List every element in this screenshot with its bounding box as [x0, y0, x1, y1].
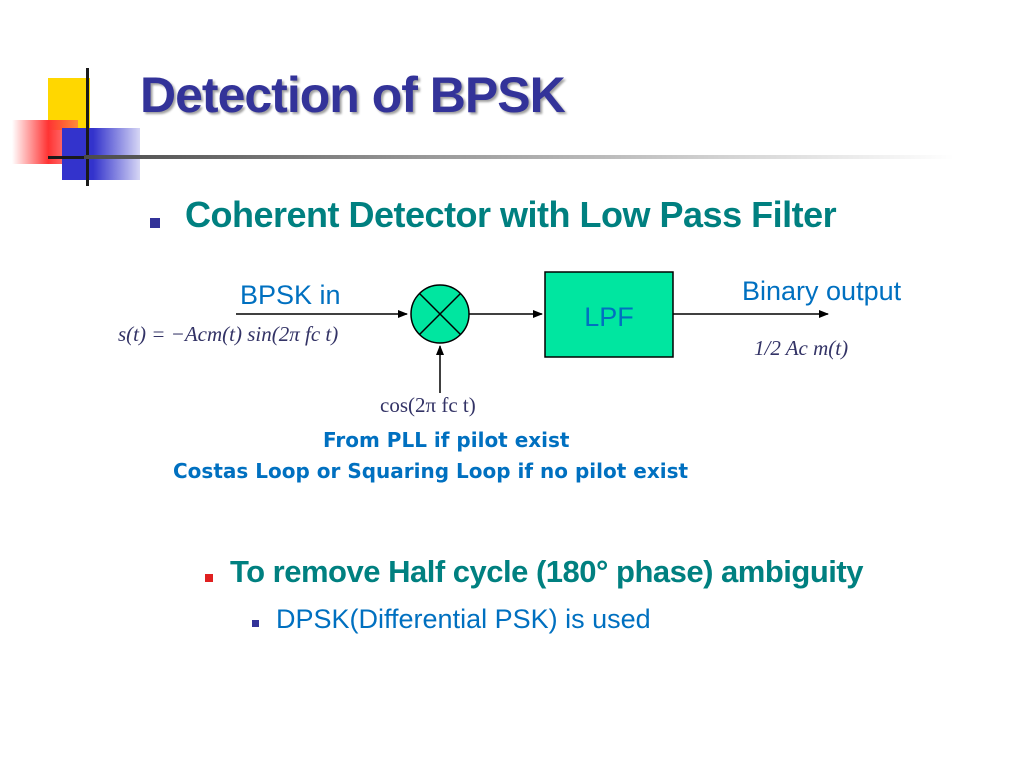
sub-bullet-square-icon — [252, 620, 259, 627]
lpf-box — [544, 271, 674, 358]
note-pll: From PLL if pilot exist — [323, 428, 570, 452]
bpsk-in-label: BPSK in — [240, 280, 341, 310]
slide-title: Detection of BPSK — [140, 67, 566, 123]
decorative-vertical-line — [86, 68, 89, 186]
output-equation: 1/2 Ac m(t) — [754, 336, 849, 360]
bullet-coherent-detector: Coherent Detector with Low Pass Filter — [185, 194, 837, 235]
mixer-icon — [410, 284, 470, 344]
note-costas-loop: Costas Loop or Squaring Loop if no pilot… — [173, 459, 689, 483]
input-signal-equation: s(t) = −Acm(t) sin(2π fc t) — [118, 322, 339, 346]
decorative-blue-block — [62, 128, 140, 180]
binary-output-label: Binary output — [742, 276, 902, 306]
bullet-red-square-icon — [205, 574, 213, 582]
title-underline — [84, 155, 954, 159]
bullet-phase-ambiguity: To remove Half cycle (180° phase) ambigu… — [230, 554, 863, 589]
lpf-label: LPF — [584, 302, 634, 332]
bullet-square-icon — [150, 218, 160, 228]
sub-bullet-dpsk: DPSK(Differential PSK) is used — [276, 604, 651, 634]
carrier-equation: cos(2π fc t) — [380, 393, 476, 417]
